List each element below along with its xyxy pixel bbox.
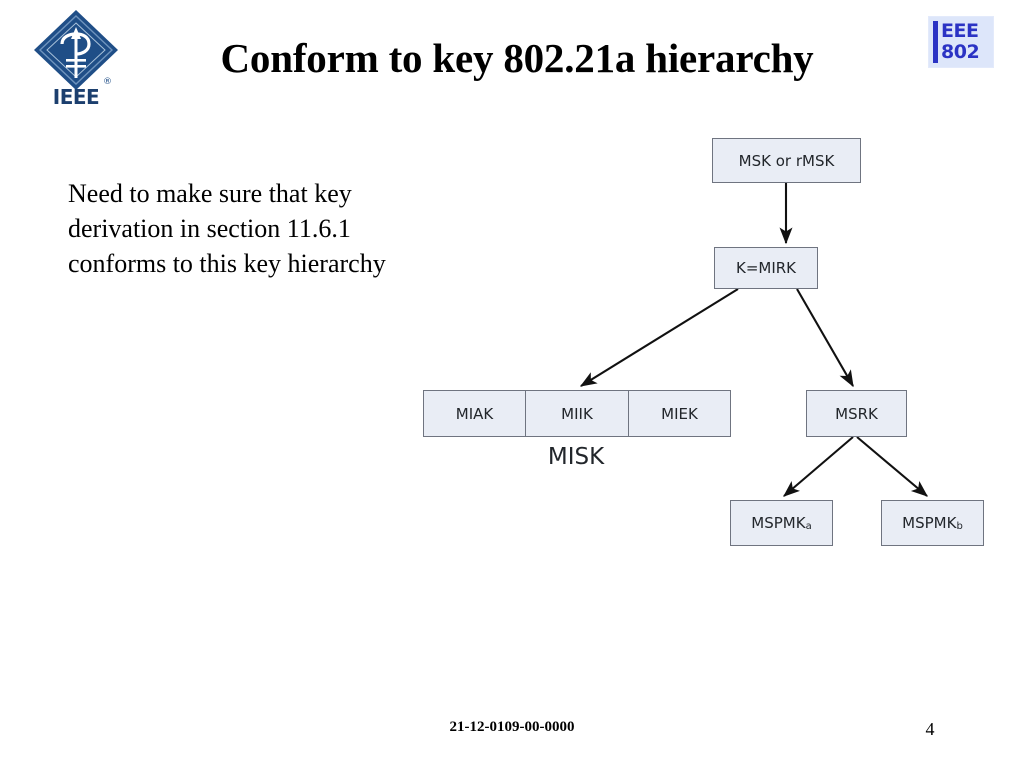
edge-mirk-to-misk xyxy=(579,288,739,387)
mspmk-b-base: MSPMK xyxy=(902,514,957,532)
diagram-node-miak[interactable]: MIAK xyxy=(423,390,526,437)
mspmk-a-subscript: a xyxy=(805,520,812,532)
ieee-802-bar-icon xyxy=(933,21,938,42)
edge-msrk-to-mspmka xyxy=(783,436,854,497)
ieee-logo-svg: ® IEEE xyxy=(34,10,118,109)
diagram-node-mirk[interactable]: K=MIRK xyxy=(714,247,818,289)
ieee-802-line2: 802 xyxy=(933,41,980,64)
diagram-group-label-misk: MISK xyxy=(547,444,605,470)
ieee-logo: ® IEEE xyxy=(26,6,126,109)
page-title: Conform to key 802.21a hierarchy xyxy=(220,35,814,81)
ieee-802-line2-text: 802 xyxy=(941,41,980,64)
footer-doc-id: 21-12-0109-00-0000 xyxy=(449,719,575,735)
mspmk-a-base: MSPMK xyxy=(751,514,806,532)
ieee-802-logo: EEE 802 xyxy=(928,16,994,68)
ieee-802-bar-icon-2 xyxy=(933,42,938,63)
mspmk-b-subscript: b xyxy=(956,520,963,532)
body-paragraph: Need to make sure that key derivation in… xyxy=(68,179,386,278)
ieee-diamond-icon xyxy=(34,10,118,90)
ieee-wordmark: IEEE xyxy=(53,85,99,106)
diagram-node-miek[interactable]: MIEK xyxy=(629,390,731,437)
edge-msrk-to-mspmkb xyxy=(856,436,928,497)
diagram-node-msrk[interactable]: MSRK xyxy=(806,390,907,437)
ieee-802-line1: EEE xyxy=(933,20,979,43)
footer-page-number: 4 xyxy=(925,719,935,739)
diagram-node-miik[interactable]: MIIK xyxy=(526,390,629,437)
edge-mirk-to-msrk xyxy=(796,288,854,388)
diagram-node-msk[interactable]: MSK or rMSK xyxy=(712,138,861,183)
ieee-802-line1-text: EEE xyxy=(941,20,979,43)
registered-mark-icon: ® xyxy=(103,77,112,87)
